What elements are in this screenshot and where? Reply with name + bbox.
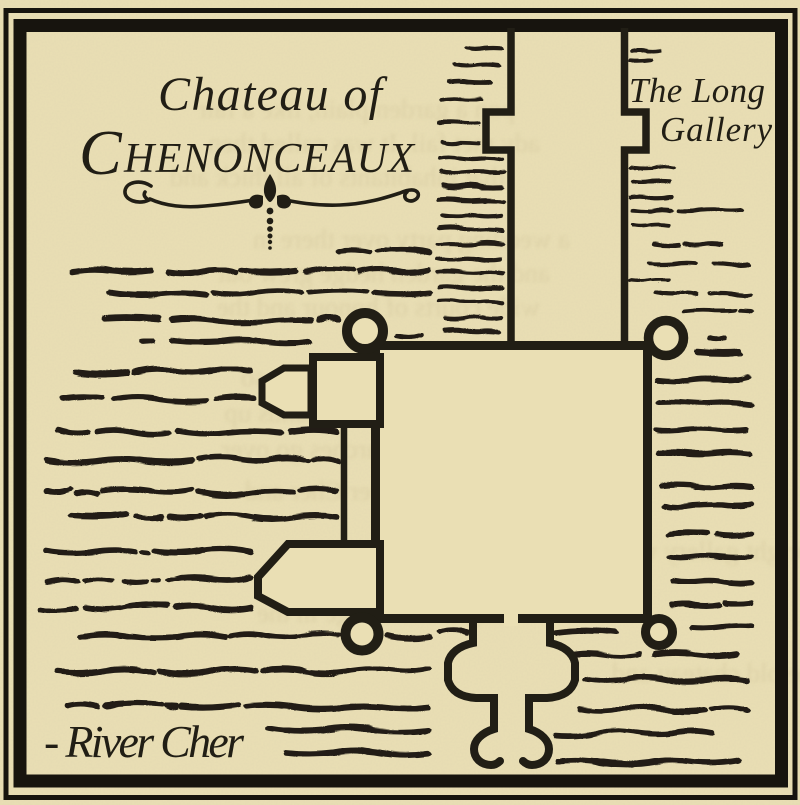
svg-text:HENONCEAUX: HENONCEAUX — [123, 136, 416, 182]
svg-text:C: C — [79, 117, 123, 188]
svg-text:of the old chateau and: of the old chateau and — [611, 658, 800, 688]
svg-text:Gallery: Gallery — [660, 110, 772, 149]
svg-text:Chateau of: Chateau of — [158, 68, 388, 121]
svg-text:- River Cher: - River Cher — [44, 716, 245, 767]
svg-text:The Long: The Long — [629, 71, 765, 110]
